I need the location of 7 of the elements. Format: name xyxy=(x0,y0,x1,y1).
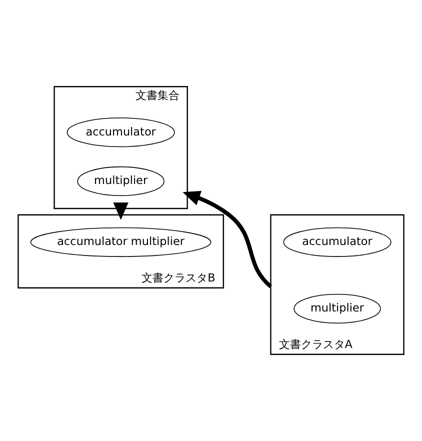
node-ellipse: accumulator xyxy=(66,117,175,148)
node-ellipse: multiplier xyxy=(294,294,381,324)
node-ellipse: accumulator multiplier xyxy=(30,227,212,257)
arrow xyxy=(113,202,128,220)
node-ellipse: accumulator xyxy=(283,227,392,257)
arrow xyxy=(182,190,272,288)
node-ellipse: multiplier xyxy=(77,166,164,196)
